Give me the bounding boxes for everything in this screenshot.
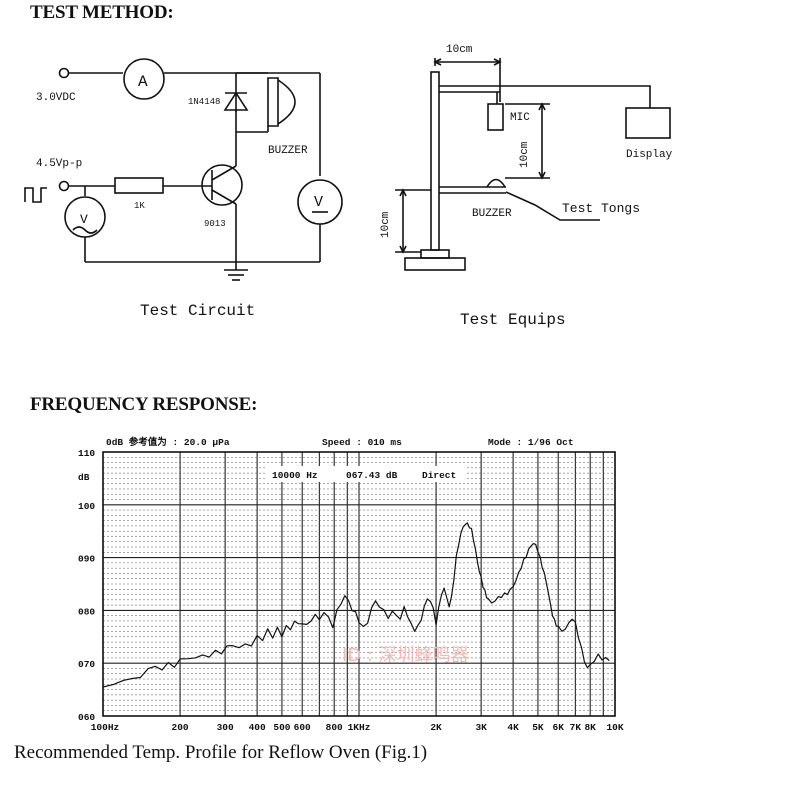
marker-level: 067.43 dB [346, 470, 398, 481]
test-method-diagrams: 3.0VDC A 1N4148 BUZZER 4.5Vp-p 1K 9013 V… [24, 44, 673, 329]
ammeter-label: A [138, 73, 148, 91]
x-tick-label: 500 [273, 722, 290, 730]
test-equips-caption: Test Equips [460, 311, 566, 329]
transistor-label: 9013 [204, 219, 226, 229]
signal-gen-label: V [80, 212, 88, 227]
resistor-label: 1K [134, 201, 145, 211]
frequency-response-chart: 0dB 参考值为 : 20.0 μPa Speed : 010 ms Mode … [78, 436, 624, 730]
stand-pole [430, 71, 440, 251]
y-tick-label: 080 [78, 606, 95, 617]
test-method-heading: TEST METHOD: [30, 2, 174, 23]
x-tick-label: 8K [584, 722, 596, 730]
figure-caption: Recommended Temp. Profile for Reflow Ove… [14, 742, 428, 763]
x-tick-label: 6K [553, 722, 565, 730]
response-series [102, 522, 610, 688]
y-unit-label: dB [78, 472, 90, 483]
stand-base [404, 257, 466, 271]
square-wave-symbol [24, 187, 47, 203]
x-tick-label: 400 [249, 722, 266, 730]
x-tick-label: 1KHz [348, 722, 371, 730]
x-tick-label: 3K [475, 722, 487, 730]
chart-grid [102, 451, 616, 717]
reference-label: 0dB 参考值为 : 20.0 μPa [106, 436, 230, 448]
top-dimension-label: 10cm [446, 44, 473, 56]
mic-label: MIC [510, 112, 530, 124]
marker-mode: Direct [422, 470, 456, 481]
watermark: ID : 深圳蜂鸣器 [342, 645, 469, 666]
marker-box [266, 466, 466, 482]
y-tick-label: 110 [78, 448, 95, 459]
y-tick-label: 070 [78, 659, 95, 670]
diode-label: 1N4148 [188, 97, 220, 107]
y-tick-label: 090 [78, 554, 95, 565]
buzzer-under-test [486, 178, 506, 188]
plot-frame [102, 451, 616, 717]
x-tick-label: 300 [217, 722, 234, 730]
display-label: Display [626, 149, 673, 161]
buzzer-body [267, 77, 279, 127]
display-cable [500, 85, 651, 108]
x-tick-label: 4K [507, 722, 519, 730]
low-dimension-label: 10cm [380, 211, 392, 238]
supply-terminal [58, 67, 70, 79]
ammeter-symbol [123, 58, 165, 100]
buzzer-label: BUZZER [268, 145, 308, 157]
x-tick-label: 100Hz [91, 722, 120, 730]
mid-dimension-label: 10cm [519, 141, 531, 168]
x-tick-label: 2K [430, 722, 442, 730]
y-tick-label: 100 [78, 501, 95, 512]
marker-freq: 10000 Hz [272, 470, 318, 481]
speed-label: Speed : 010 ms [322, 437, 402, 448]
transistor-symbol [201, 164, 243, 206]
y-tick-label: 060 [78, 712, 95, 723]
signal-label: 4.5Vp-p [36, 158, 82, 170]
mic-symbol [487, 103, 504, 131]
x-tick-label: 200 [172, 722, 189, 730]
test-circuit-caption: Test Circuit [140, 302, 255, 320]
mode-label: Mode : 1/96 Oct [488, 437, 574, 448]
voltmeter-label: V [314, 194, 323, 211]
test-tongs-label: Test Tongs [562, 201, 640, 216]
x-tick-label: 7K [570, 722, 582, 730]
frequency-response-heading: FREQUENCY RESPONSE: [30, 394, 258, 415]
x-tick-label: 600 [294, 722, 311, 730]
response-line [102, 522, 610, 688]
supply-label: 3.0VDC [36, 92, 76, 104]
display-box [625, 107, 671, 139]
resistor-symbol [114, 177, 164, 194]
buzzer-under-test-label: BUZZER [472, 208, 512, 220]
x-tick-label: 800 [326, 722, 343, 730]
x-tick-label: 10K [606, 722, 623, 730]
x-tick-label: 5K [532, 722, 544, 730]
